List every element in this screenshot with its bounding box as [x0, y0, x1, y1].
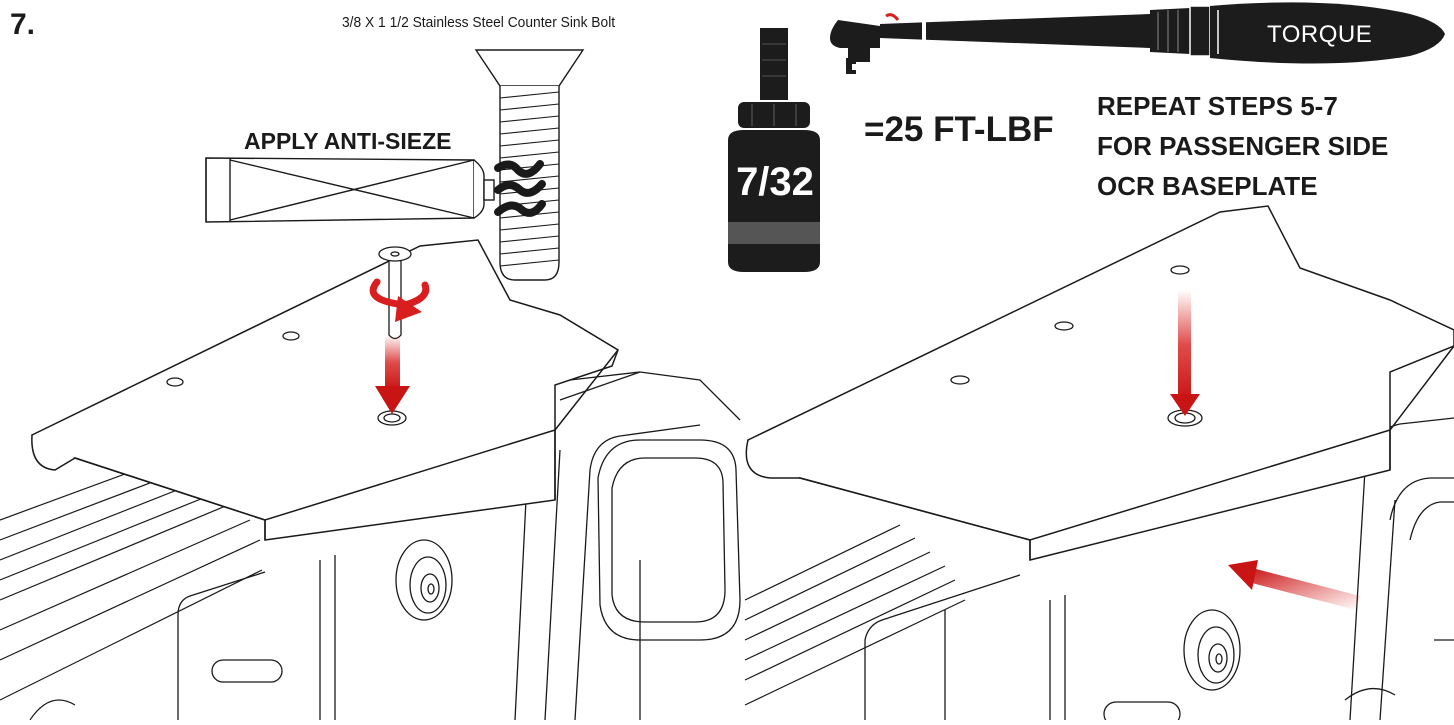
repeat-line-3: OCR BASEPLATE — [1097, 171, 1318, 201]
repeat-line-1: REPEAT STEPS 5-7 — [1097, 91, 1338, 121]
wrench-handle-label: TORQUE — [1267, 21, 1373, 48]
step-number: 7. — [10, 8, 36, 41]
right-boss-arrow — [1228, 560, 1360, 610]
bolt-spec-label: 3/8 X 1 1/2 Stainless Steel Counter Sink… — [342, 14, 616, 31]
repeat-line-2: FOR PASSENGER SIDE — [1097, 131, 1389, 161]
left-bed-rails — [0, 449, 263, 701]
left-slot — [211, 659, 283, 683]
anti-seize-applied — [494, 160, 546, 217]
socket-size-label: 7/32 — [736, 160, 814, 204]
right-bolt-boss — [1183, 609, 1241, 691]
left-baseplate — [31, 239, 619, 541]
left-insert-arrow — [375, 335, 410, 414]
repeat-instruction: REPEAT STEPS 5-7 FOR PASSENGER SIDE OCR … — [1097, 86, 1388, 206]
anti-seize-label: APPLY ANTI-SIEZE — [244, 128, 452, 154]
bolt-illustration — [474, 49, 585, 281]
right-baseplate — [745, 205, 1454, 561]
anti-seize-tube — [205, 157, 495, 223]
torque-wrench-tool — [830, 2, 1445, 74]
socket-tool — [728, 28, 820, 272]
left-baseplate-holes — [166, 331, 407, 426]
rotation-arrow — [369, 278, 430, 322]
right-baseplate-holes — [950, 265, 1203, 427]
torque-value-label: =25 FT-LBF — [864, 110, 1054, 149]
right-insert-arrow — [1170, 290, 1200, 416]
bolt-threads — [499, 91, 560, 267]
left-bolt-boss — [395, 539, 453, 621]
left-stake-pocket — [559, 371, 741, 641]
right-bed-rails — [744, 524, 966, 706]
